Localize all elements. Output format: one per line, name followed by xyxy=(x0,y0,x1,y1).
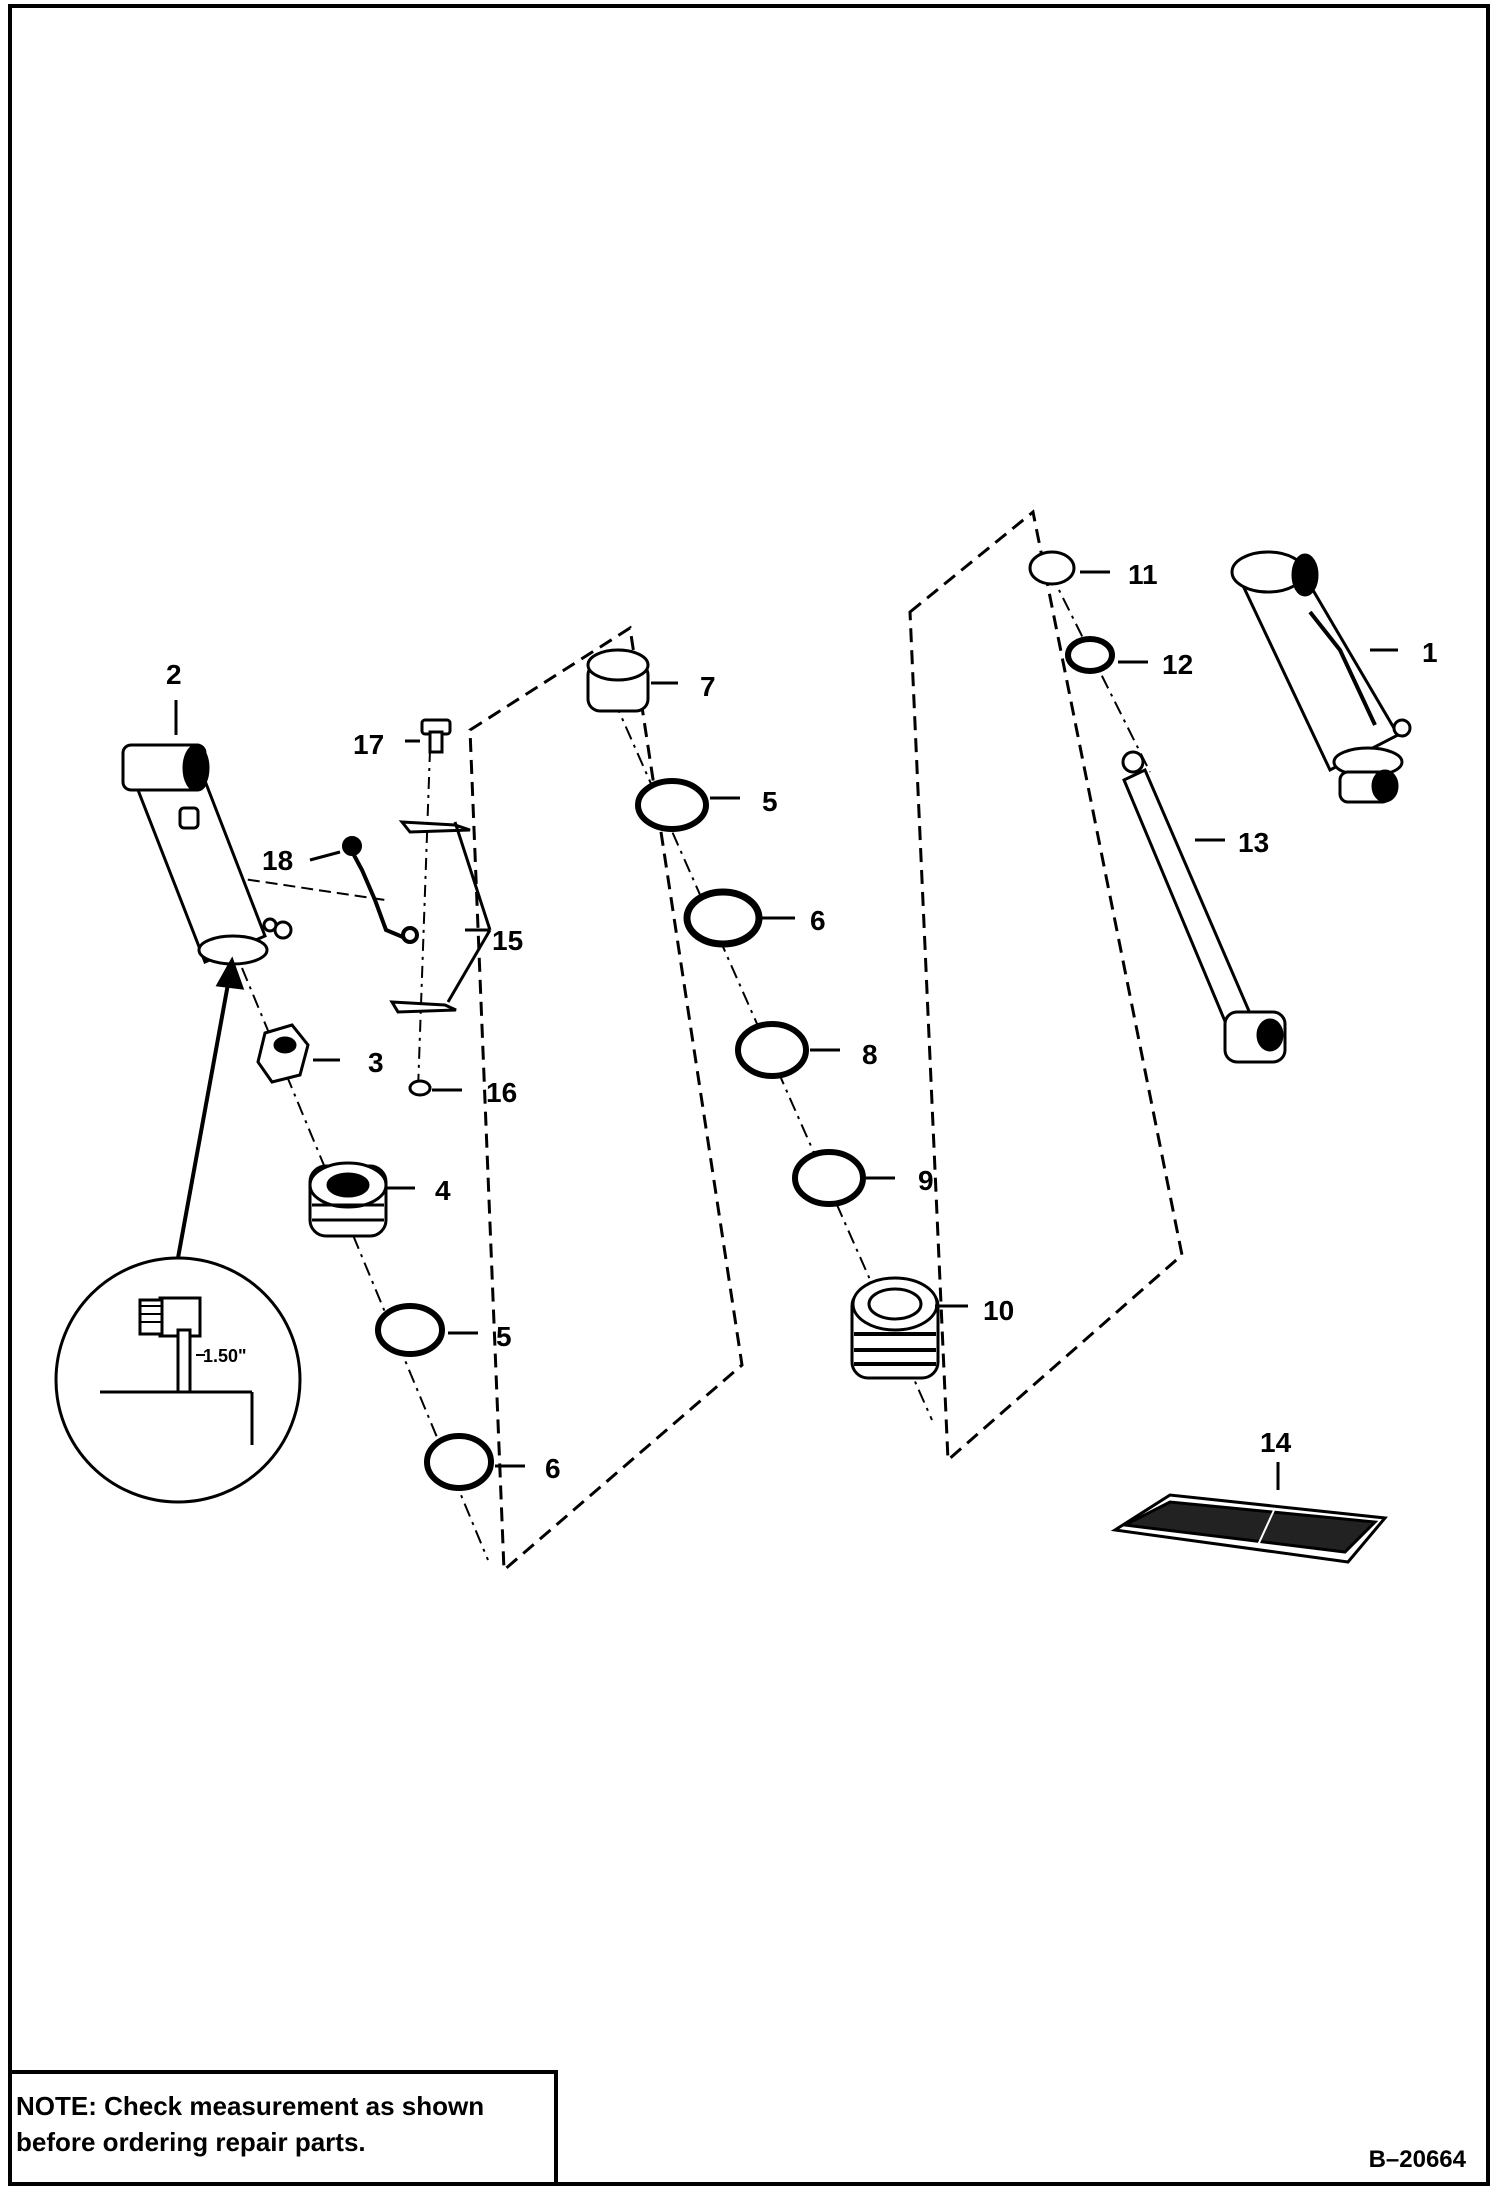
rod-seal-icon xyxy=(1065,636,1115,674)
nut-icon xyxy=(256,1023,310,1084)
o-ring-icon xyxy=(735,1021,809,1079)
callout-8: 8 xyxy=(862,1039,878,1070)
callout-5a: 5 xyxy=(496,1321,512,1352)
bolt-icon xyxy=(420,718,452,754)
gland-icon xyxy=(586,648,650,713)
callout-9: 9 xyxy=(918,1165,934,1196)
note-line-2: before ordering repair parts. xyxy=(16,2127,366,2157)
detail-dimension-label: 1.50" xyxy=(203,1346,247,1366)
detail-view xyxy=(54,956,302,1504)
callout-10: 10 xyxy=(983,1295,1014,1326)
callout-4: 4 xyxy=(435,1175,451,1206)
axis-line-right xyxy=(1049,571,1151,773)
figure-id: B–20664 xyxy=(1368,2146,1466,2173)
note-line-1: NOTE: Check measurement as shown xyxy=(16,2091,485,2121)
callout-16: 16 xyxy=(486,1077,517,1108)
barrel-icon xyxy=(121,743,293,966)
page-border xyxy=(8,4,1490,2186)
callout-17: 17 xyxy=(353,729,384,760)
wear-ring-icon-2 xyxy=(683,888,763,948)
seal-kit-outline-left xyxy=(468,625,744,1574)
callout-13: 13 xyxy=(1238,827,1269,858)
tube-icon xyxy=(389,820,471,1014)
decal-icon xyxy=(1110,1493,1388,1564)
axis-line-fitting xyxy=(229,876,386,901)
callout-2: 2 xyxy=(166,659,182,690)
callout-5b: 5 xyxy=(762,786,778,817)
piston-icon-2 xyxy=(850,1276,940,1380)
callout-12: 12 xyxy=(1162,649,1193,680)
callout-14: 14 xyxy=(1260,1427,1292,1458)
axis-line-tube xyxy=(417,749,431,1091)
cylinder-assembly-icon xyxy=(1230,550,1412,804)
washer-icon xyxy=(408,1079,432,1097)
note-box: NOTE: Check measurement as shown before … xyxy=(10,2070,558,2182)
seal-kit-outline-right xyxy=(908,509,1184,1464)
callout-18: 18 xyxy=(262,845,293,876)
fitting-icon xyxy=(342,836,419,944)
callout-7: 7 xyxy=(700,671,716,702)
callout-6a: 6 xyxy=(545,1453,561,1484)
backup-ring-icon xyxy=(792,1149,866,1207)
seal-ring-icon xyxy=(375,1303,445,1357)
piston-icon xyxy=(308,1161,388,1238)
callout-11: 11 xyxy=(1128,559,1158,590)
seal-ring-icon-2 xyxy=(635,778,709,832)
wear-ring-icon xyxy=(424,1433,494,1491)
callout-1: 1 xyxy=(1422,637,1438,668)
wiper-ring-icon xyxy=(1028,550,1076,586)
callout-6b: 6 xyxy=(810,905,826,936)
callout-3: 3 xyxy=(368,1047,384,1078)
rod-icon xyxy=(1121,750,1287,1064)
callout-15: 15 xyxy=(492,925,523,956)
leader-lines xyxy=(174,570,1398,1490)
